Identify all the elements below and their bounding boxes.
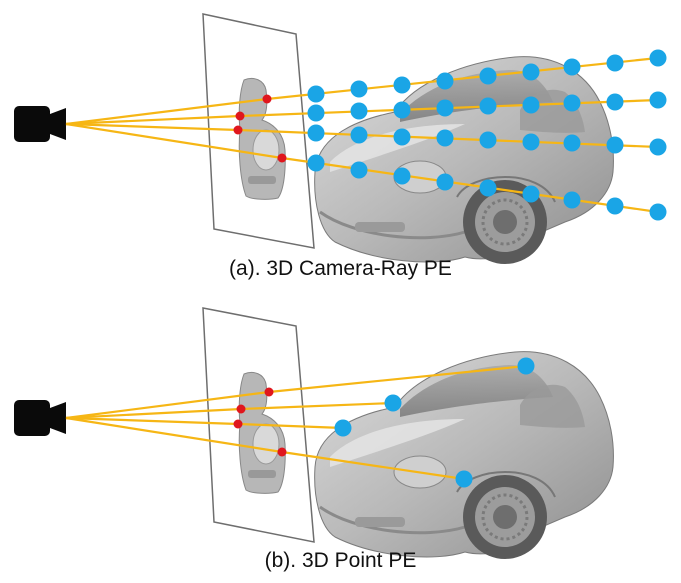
sample-point bbox=[307, 104, 325, 122]
sample-point bbox=[393, 167, 411, 185]
sample-point bbox=[522, 185, 540, 203]
sample-point bbox=[522, 63, 540, 81]
sample-point bbox=[436, 99, 454, 117]
surface-point bbox=[517, 357, 535, 375]
ray-segment bbox=[65, 390, 270, 420]
sample-point bbox=[479, 131, 497, 149]
ray-segment bbox=[65, 122, 283, 160]
sample-point bbox=[393, 101, 411, 119]
sample-point bbox=[522, 96, 540, 114]
point-ray bbox=[281, 450, 465, 481]
sample-point bbox=[479, 179, 497, 197]
sample-point bbox=[606, 93, 624, 111]
point-ray bbox=[268, 364, 527, 394]
sample-point bbox=[563, 58, 581, 76]
sample-point bbox=[649, 203, 667, 221]
ray-segment bbox=[65, 407, 242, 420]
camera-ray bbox=[266, 56, 659, 101]
sample-point bbox=[479, 97, 497, 115]
projection-point bbox=[236, 404, 246, 414]
sample-point bbox=[350, 80, 368, 98]
camera-ray bbox=[281, 156, 659, 214]
caption-panel-a: (a). 3D Camera-Ray PE bbox=[229, 257, 452, 280]
projection-point bbox=[277, 447, 287, 457]
camera-icon bbox=[14, 106, 66, 142]
sample-point bbox=[436, 129, 454, 147]
projection-point bbox=[262, 94, 272, 104]
camera-icon bbox=[14, 400, 66, 436]
surface-points bbox=[334, 357, 535, 488]
sample-point bbox=[350, 161, 368, 179]
sample-point bbox=[350, 102, 368, 120]
sample-point bbox=[563, 191, 581, 209]
ray-segment bbox=[65, 114, 241, 126]
point-ray bbox=[240, 401, 394, 411]
sample-point bbox=[563, 134, 581, 152]
ray-segment bbox=[65, 97, 268, 126]
sample-point bbox=[606, 136, 624, 154]
caption-panel-b: (b). 3D Point PE bbox=[264, 549, 417, 572]
projection-point bbox=[277, 153, 287, 163]
sample-point bbox=[522, 133, 540, 151]
sample-point bbox=[649, 91, 667, 109]
panel-a bbox=[14, 13, 667, 266]
sample-point bbox=[479, 67, 497, 85]
sample-point bbox=[606, 54, 624, 72]
ray-lines bbox=[65, 364, 527, 481]
projection-point bbox=[235, 111, 245, 121]
point-ray bbox=[237, 422, 344, 430]
sample-point bbox=[563, 94, 581, 112]
projection-point bbox=[233, 125, 243, 135]
ray-segment bbox=[65, 416, 239, 426]
sample-point bbox=[649, 49, 667, 67]
surface-point bbox=[384, 394, 402, 412]
sample-point bbox=[436, 173, 454, 191]
sample-point bbox=[350, 126, 368, 144]
surface-point bbox=[334, 419, 352, 437]
sample-point bbox=[393, 76, 411, 94]
projection-point bbox=[264, 387, 274, 397]
ray-segment bbox=[65, 416, 283, 454]
sample-point bbox=[307, 154, 325, 172]
projection-points bbox=[233, 387, 287, 457]
sample-point bbox=[307, 85, 325, 103]
surface-point bbox=[455, 470, 473, 488]
projection-points bbox=[233, 94, 287, 163]
panel-b bbox=[14, 307, 615, 561]
ray-points bbox=[307, 49, 667, 221]
projection-point bbox=[233, 419, 243, 429]
sample-point bbox=[393, 128, 411, 146]
sample-point bbox=[649, 138, 667, 156]
sample-point bbox=[606, 197, 624, 215]
sample-point bbox=[307, 124, 325, 142]
ray-segment bbox=[65, 122, 239, 132]
sample-point bbox=[436, 72, 454, 90]
